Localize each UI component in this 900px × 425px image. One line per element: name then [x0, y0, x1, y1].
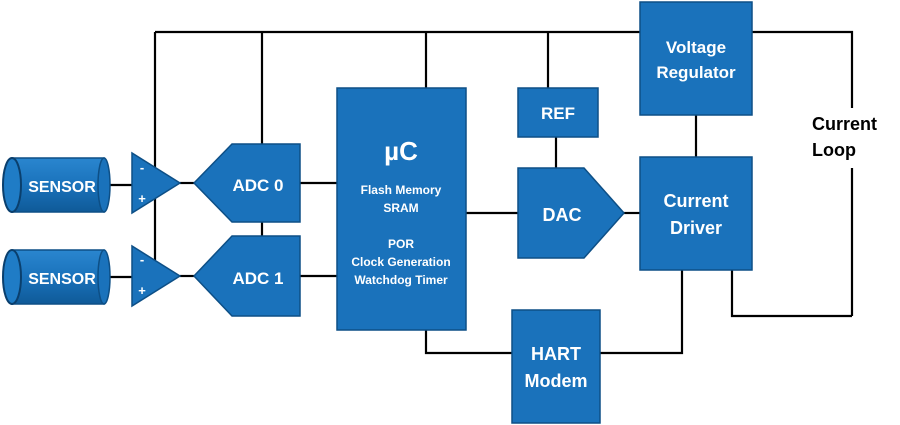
current-driver-block: Current Driver [639, 156, 753, 271]
sensor-0: SENSOR [2, 157, 111, 213]
microcontroller-block: µC Flash Memory SRAM POR Clock Generatio… [336, 87, 467, 331]
adc-0-label: ADC 0 [232, 176, 283, 195]
voltage-regulator-line-2: Regulator [656, 63, 736, 82]
wire-driver-to-loop [730, 270, 852, 318]
hart-modem-line-1: HART [531, 344, 581, 364]
amplifier-1: - + [131, 244, 182, 308]
sensor-0-label: SENSOR [28, 179, 96, 196]
current-loop-line-1: Current [812, 114, 877, 134]
current-loop-line-2: Loop [812, 140, 856, 160]
adc-1-label: ADC 1 [232, 269, 283, 288]
ref-block: REF [517, 87, 599, 138]
wire-regulator-to-loop [752, 30, 854, 108]
adc-1-block: ADC 1 [192, 235, 301, 317]
mcu-line-flash: Flash Memory [361, 183, 442, 197]
wires [108, 30, 854, 355]
hart-modem-line-2: Modem [525, 371, 588, 391]
amp-0-minus-sign: - [140, 160, 144, 175]
mcu-line-por: POR [388, 237, 414, 251]
ref-label: REF [541, 104, 575, 123]
sensor-1: SENSOR [2, 249, 111, 305]
mcu-title: µC [384, 136, 418, 166]
amp-0-plus-sign: + [138, 191, 146, 206]
amplifier-0: - + [131, 151, 182, 215]
sensor-1-label: SENSOR [28, 271, 96, 288]
adc-0-block: ADC 0 [192, 143, 301, 223]
mcu-line-sram: SRAM [383, 201, 418, 215]
hart-modem-block: HART Modem [511, 309, 601, 424]
current-driver-line-2: Driver [670, 218, 722, 238]
dac-block: DAC [517, 167, 626, 259]
wire-mcu-to-hart [424, 330, 512, 355]
current-driver-line-1: Current [663, 191, 728, 211]
wire-hart-to-driver [600, 270, 684, 355]
amp-1-minus-sign: - [140, 252, 144, 267]
voltage-regulator-line-1: Voltage [666, 38, 726, 57]
amp-1-plus-sign: + [138, 283, 146, 298]
voltage-regulator-block: Voltage Regulator [639, 1, 753, 116]
current-loop-label: Current Loop [806, 108, 896, 168]
mcu-line-watchdog: Watchdog Timer [354, 273, 448, 287]
dac-label: DAC [543, 205, 582, 225]
mcu-line-clock: Clock Generation [351, 255, 450, 269]
